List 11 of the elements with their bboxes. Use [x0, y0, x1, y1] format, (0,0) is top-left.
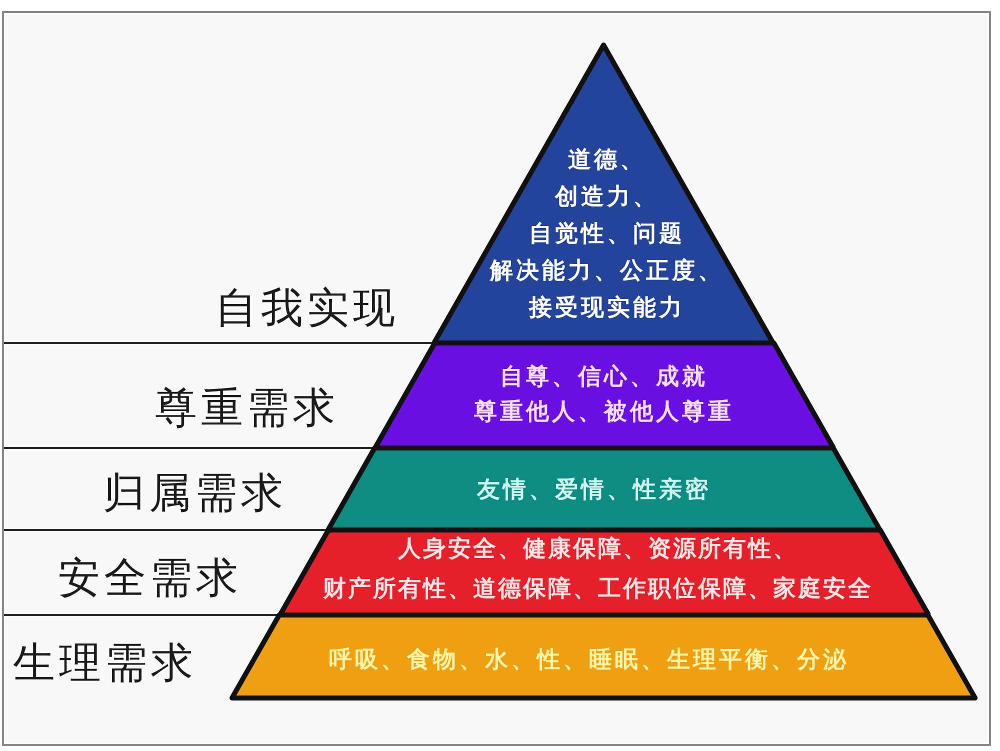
tier-label: 自我实现: [215, 283, 399, 333]
tier-text: 友情、爱情、性亲密: [476, 476, 711, 505]
tier-label: 安全需求: [58, 553, 242, 603]
tier-label: 生理需求: [13, 638, 197, 688]
pyramid-tier: [229, 612, 979, 701]
tier-label: 归属需求: [103, 468, 287, 518]
tier-text: 人身安全、健康保障、资源所有性、财产所有性、道德保障、工作职位保障、家庭安全: [322, 535, 873, 604]
tier-label: 尊重需求: [155, 383, 339, 433]
tier-text: 自尊、信心、成就尊重他人、被他人尊重: [474, 363, 734, 427]
tier-text: 呼吸、食物、水、性、睡眠、生理平衡、分泌: [328, 646, 849, 675]
tier-text: 道德、创造力、自觉性、问题解决能力、公正度、接受现实能力: [490, 146, 724, 323]
